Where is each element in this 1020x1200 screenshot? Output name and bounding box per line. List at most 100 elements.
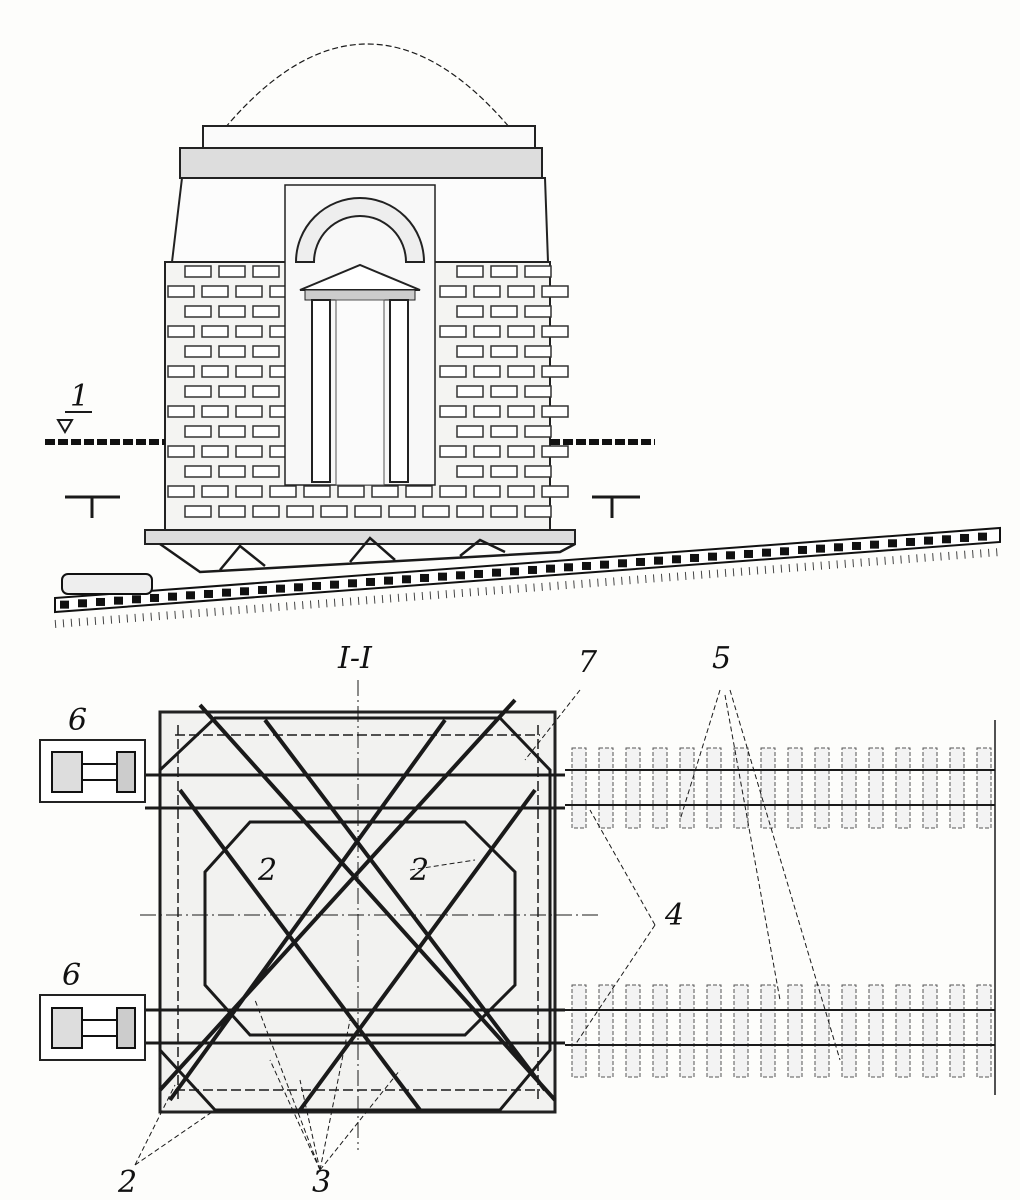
sleeper <box>978 532 987 541</box>
brick <box>439 405 467 418</box>
brick <box>235 445 263 458</box>
brick <box>490 305 518 318</box>
centre-axes <box>140 680 600 1150</box>
sleeper <box>114 596 123 605</box>
sleeper <box>330 580 339 589</box>
brick <box>252 265 280 278</box>
jack-top-head <box>116 751 136 793</box>
brick <box>201 365 229 378</box>
rail-tie <box>652 984 668 1078</box>
brick <box>201 445 229 458</box>
track-sleepers <box>60 532 987 609</box>
brick <box>252 505 280 518</box>
sleeper <box>762 548 771 557</box>
sleeper <box>528 565 537 574</box>
brick <box>184 345 212 358</box>
label-frame-7: 7 <box>578 645 598 680</box>
rail-tie <box>868 747 884 829</box>
brick <box>507 485 535 498</box>
brick <box>286 505 314 518</box>
diagonal-beams <box>158 698 557 1112</box>
sleeper <box>942 535 951 544</box>
sleeper <box>744 549 753 558</box>
brick <box>269 485 297 498</box>
label-jack-top-6: 6 <box>68 703 87 738</box>
rail-tie <box>571 984 587 1078</box>
brick <box>201 405 229 418</box>
brick <box>524 385 552 398</box>
label-diagonals-3: 3 <box>312 1165 331 1200</box>
octagon-frame <box>203 820 517 1037</box>
rail-tie <box>922 984 938 1078</box>
sleeper <box>294 583 303 592</box>
sleeper <box>402 575 411 584</box>
brick <box>167 325 195 338</box>
brick <box>507 365 535 378</box>
sleeper <box>888 539 897 548</box>
plan-view: 7 5 6 6 2 2 4 2 3 <box>39 641 996 1200</box>
sleeper <box>690 553 699 562</box>
brick <box>524 305 552 318</box>
brick <box>405 485 433 498</box>
brick <box>439 285 467 298</box>
label-rollers-4: 4 <box>664 898 684 933</box>
door-opening <box>335 299 385 486</box>
brick <box>201 325 229 338</box>
brick <box>252 305 280 318</box>
brick <box>354 505 382 518</box>
sleeper <box>186 591 195 600</box>
sleeper <box>906 537 915 546</box>
brick <box>541 405 569 418</box>
cornice <box>179 147 543 179</box>
entablature <box>304 289 416 301</box>
brick <box>507 405 535 418</box>
leader-lines <box>134 689 841 1171</box>
brick <box>235 285 263 298</box>
rail-tie <box>598 747 614 829</box>
brick <box>218 345 246 358</box>
sleeper <box>582 561 591 570</box>
brick <box>218 425 246 438</box>
section-cut-right <box>592 495 640 518</box>
rail-track-top <box>565 769 995 806</box>
sleeper <box>726 551 735 560</box>
sleeper <box>780 547 789 556</box>
sleeper <box>258 585 267 594</box>
brick <box>524 465 552 478</box>
brick <box>184 265 212 278</box>
runner-beams <box>145 773 565 1045</box>
brick <box>252 425 280 438</box>
rail-tie <box>895 747 911 829</box>
brick <box>167 485 195 498</box>
rail-track-bottom <box>565 1009 995 1046</box>
winch <box>61 573 153 595</box>
brick <box>371 485 399 498</box>
brick <box>218 305 246 318</box>
dome-outline <box>224 43 511 129</box>
brick <box>388 505 416 518</box>
sleeper <box>924 536 933 545</box>
brick <box>490 345 518 358</box>
arch-voussoirs <box>294 197 426 263</box>
brick <box>337 485 365 498</box>
sleeper <box>384 576 393 585</box>
brick <box>167 445 195 458</box>
brick <box>541 445 569 458</box>
sleeper <box>168 592 177 601</box>
brick <box>490 425 518 438</box>
rail-tie <box>814 747 830 829</box>
brick <box>456 305 484 318</box>
jack-bottom-rod <box>81 1019 118 1037</box>
brick <box>422 505 450 518</box>
sleeper <box>510 567 519 576</box>
rail-tie <box>706 984 722 1078</box>
brick <box>184 465 212 478</box>
sleeper <box>600 560 609 569</box>
sleeper <box>150 593 159 602</box>
rail-tie <box>571 747 587 829</box>
rail-tie <box>760 747 776 829</box>
brick <box>252 385 280 398</box>
brick <box>167 405 195 418</box>
brick <box>473 285 501 298</box>
